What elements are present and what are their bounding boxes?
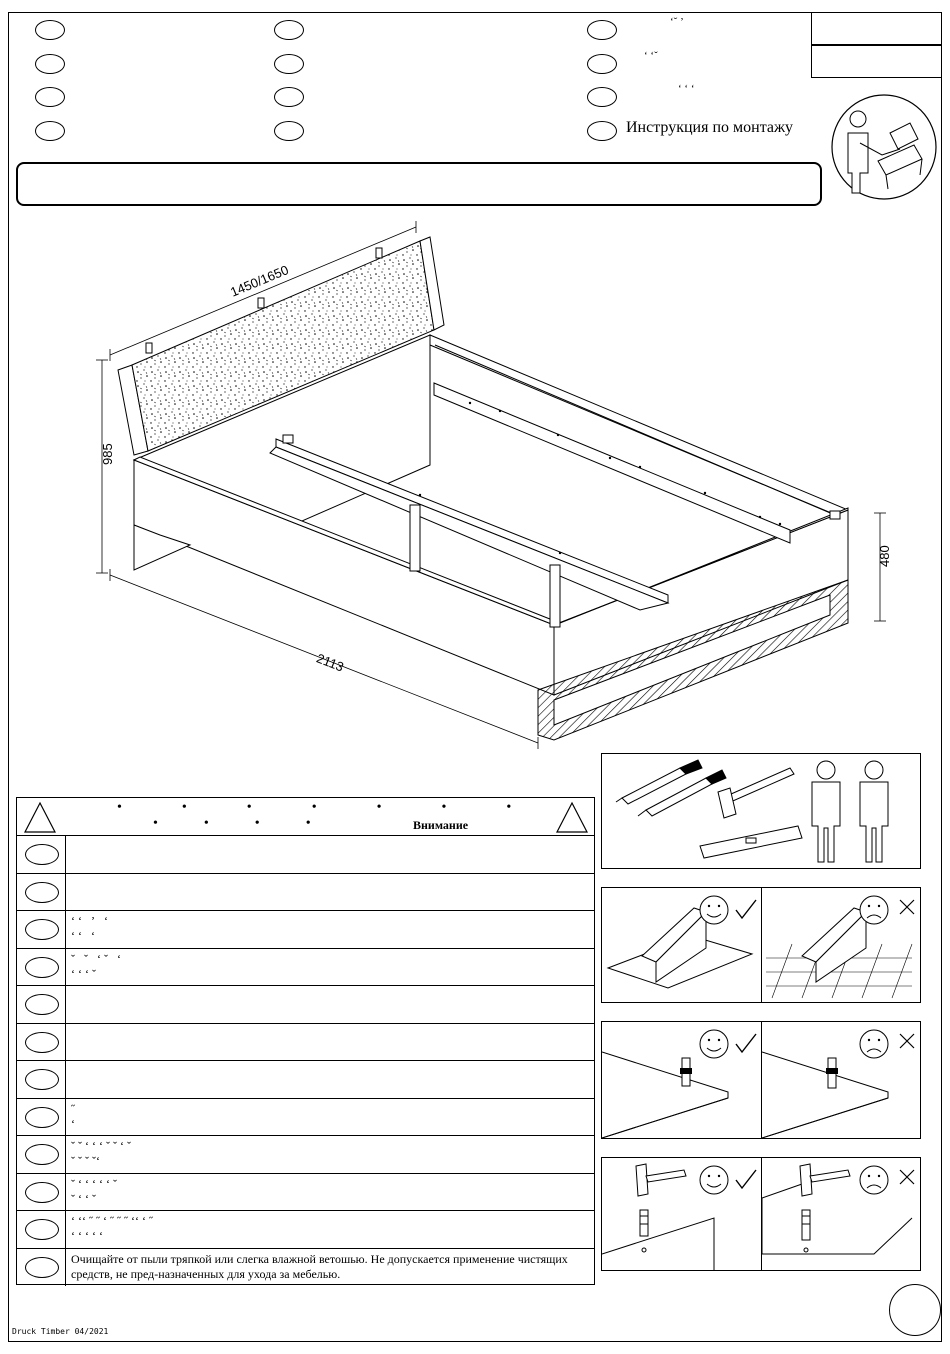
warning-row xyxy=(17,986,594,1024)
warning-title: Внимание xyxy=(413,818,469,832)
wrong-dowel-panel xyxy=(761,1157,921,1271)
people-icon xyxy=(811,760,889,863)
warning-row: ˝ ʻ xyxy=(17,1098,594,1136)
warning-row-care: Очищайте от пыли тряпкой или слегка влаж… xyxy=(17,1248,594,1286)
assembler-icon xyxy=(831,94,937,200)
correct-dowel-illustration xyxy=(601,1163,757,1270)
spirit-level-icon xyxy=(699,825,803,859)
hammer-icon xyxy=(799,1163,851,1197)
correct-dowel-panel xyxy=(601,1157,762,1271)
warning-row xyxy=(17,873,594,911)
cross-icon xyxy=(899,899,915,915)
correct-surface-illustration xyxy=(606,895,757,989)
warning-row xyxy=(17,1061,594,1099)
page-number-circle xyxy=(889,1284,941,1336)
cross-icon xyxy=(899,1033,915,1049)
warning-dots-row-2: •••• xyxy=(153,816,357,831)
lang-oval-3-2 xyxy=(587,54,617,74)
wrong-screw-panel xyxy=(761,1021,921,1139)
cross-icon xyxy=(899,1169,915,1185)
warning-triangle-right-icon xyxy=(556,801,588,833)
warning-header: ••••••• •••• Внимание xyxy=(17,798,594,836)
correct-screw-illustration xyxy=(601,1029,757,1139)
wrong-dowel-illustration xyxy=(761,1163,915,1255)
lang-oval-2-2 xyxy=(274,54,304,74)
dim-frame-height: 480 xyxy=(877,545,892,567)
hammer-icon xyxy=(635,1163,687,1197)
hammer-icon xyxy=(717,767,795,819)
lang-russian-label: Инструкция по монтажу xyxy=(626,119,794,136)
check-icon xyxy=(735,899,757,920)
warning-dots-row: ••••••• xyxy=(117,800,572,815)
title-box xyxy=(16,162,822,206)
lang-oval-2-4 xyxy=(274,121,304,141)
warning-row xyxy=(17,1023,594,1061)
page-frame xyxy=(8,12,942,1342)
tools-illustration xyxy=(615,759,889,863)
warning-row: ˇ ˇ ʻ ʻ ʻ ˇ ˇ ʻ ˇ ˇ ˇ ˇ ˇʻ xyxy=(17,1136,594,1174)
warning-row: ˇ ˇ ʻ ˇ ʻ ʻ ʻ ʻ ˇ xyxy=(17,948,594,986)
lang-oval-3-3 xyxy=(587,87,617,107)
wrong-screw-illustration xyxy=(761,1029,915,1139)
lang-fragment-1: ʻˇ ʼ xyxy=(670,16,684,28)
warning-table: ••••••• •••• Внимание ʻ ʻ ʼ ʻ ʻ ʻ ʻ ˇ ˇ … xyxy=(16,797,595,1286)
warning-triangle-left-icon xyxy=(24,801,56,833)
dim-total-length: 2113 xyxy=(314,650,346,674)
lang-oval-2-1 xyxy=(274,20,304,40)
product-code-box-2 xyxy=(811,45,942,78)
screwdriver-icon xyxy=(615,759,727,817)
correct-surface-panel xyxy=(601,887,762,1003)
lang-oval-1-3 xyxy=(35,87,65,107)
lang-oval-1-4 xyxy=(35,121,65,141)
lang-fragment-3: ʻ ʻ ʻ xyxy=(678,83,695,95)
dim-headboard-width: 1450/1650 xyxy=(228,262,290,300)
wrong-surface-panel xyxy=(761,887,921,1003)
dim-total-height: 985 xyxy=(100,443,115,465)
print-mark: Druck Timber 04/2021 xyxy=(12,1327,109,1336)
lang-oval-1-1 xyxy=(35,20,65,40)
check-icon xyxy=(735,1033,757,1054)
bed-assembly-drawing: 1450/1650 985 2113 480 xyxy=(96,221,892,749)
check-icon xyxy=(735,1169,757,1190)
warning-row: ʻ ʻ ʼ ʻ ʻ ʻ ʻ xyxy=(17,911,594,949)
warning-row xyxy=(17,836,594,874)
product-code-box xyxy=(811,12,942,45)
lang-oval-3-4 xyxy=(587,121,617,141)
lang-oval-1-2 xyxy=(35,54,65,74)
tools-panel xyxy=(601,753,921,869)
warning-row: ˇ ʻ ʻ ʻ ʻ ʻ ˇ ˇ ʻ ʻ ˇ xyxy=(17,1173,594,1211)
warning-row: ʻ ʻʻ ˝ ˝ ʻ ˝ ˝ ˝ ʻʻ ʻ ˝ ʻ ʻ ʻ ʻ ʻ xyxy=(17,1211,594,1249)
wrong-surface-illustration xyxy=(766,895,915,999)
lang-fragment-2: ʻ ʻˇ xyxy=(644,50,658,62)
lang-oval-2-3 xyxy=(274,87,304,107)
lang-oval-3-1 xyxy=(587,20,617,40)
correct-screw-panel xyxy=(601,1021,762,1139)
